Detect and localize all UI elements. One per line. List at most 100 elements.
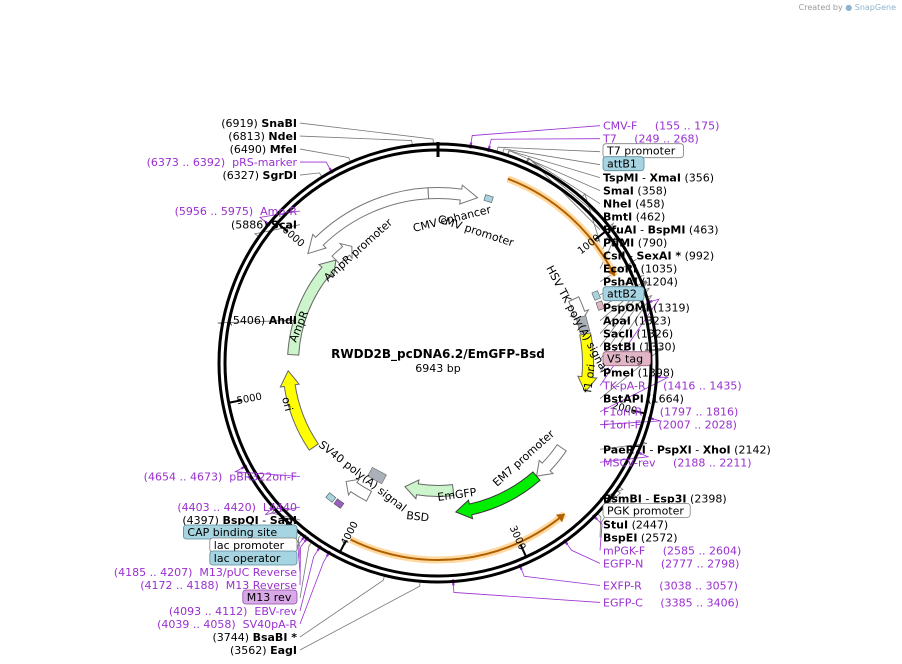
watermark-prefix: Created by [798,3,843,12]
primer-label[interactable]: EGFP-N (2777 .. 2798) [603,557,739,570]
site-label-part: XhoI [703,443,731,456]
primer-label[interactable]: TK-pA-R (1416 .. 1435) [602,380,742,393]
restriction-site-label[interactable]: PshAI (1204) [603,276,678,289]
site-label-part: (5406) [229,314,269,327]
site-label-part: BfuAI [603,224,637,237]
feature-em7-promoter[interactable] [535,444,567,477]
leader-site-5 [217,319,301,325]
primer-label[interactable]: (4172 .. 4188) M13 Reverse [140,579,297,592]
site-label-part: (790) [634,237,667,250]
site-label-part: TspMI [603,172,639,185]
tick-3000 [519,544,528,558]
restriction-site-label[interactable]: (4397) BspQI - SapI [182,514,297,527]
restriction-site-label[interactable]: PaeR7I - PspXI - XhoI (2142) [603,443,771,456]
restriction-site-label[interactable]: StuI (2447) [603,518,668,531]
feature-ori[interactable] [279,369,320,451]
primer-label[interactable]: T7 (249 .. 268) [602,133,699,146]
primer-label[interactable]: F1ori-F (2007 .. 2028) [603,419,737,432]
site-label-part: (1326) [633,328,673,341]
restriction-site-label[interactable]: CsiI - SexAI * (992) [603,250,714,263]
site-label-part: (2447) [628,518,668,531]
site-label-part: CsiI [603,250,625,263]
site-label-part: BsaBI * [253,631,298,644]
restriction-site-label[interactable]: (5406) AhdI [229,314,297,327]
restriction-site-label[interactable]: PmeI (1398) [603,367,674,380]
restriction-site-label[interactable]: (5886) ScaI [231,219,297,232]
boxed-label-attb1[interactable]: attB1 [602,156,645,172]
orf-arc-1 [350,513,566,561]
site-label-part: BspMI [648,224,686,237]
site-label-part: (458) [632,198,665,211]
restriction-site-label[interactable]: (6813) NdeI [228,130,297,143]
tick-6000 [276,222,288,233]
site-label-part: - [639,172,650,185]
tick-5000 [228,399,242,404]
boxed-label-lac-promoter[interactable]: lac promoter [209,537,298,553]
restriction-site-label[interactable]: BspEI (2572) [603,531,678,544]
site-label-part: (2142) [731,443,771,456]
primer-label[interactable]: (4039 .. 4058) SV40pA-R [157,618,297,631]
primer-label[interactable]: (5956 .. 5975) Amp-R [175,205,298,218]
map-labels: (6919) SnaBI(6813) NdeI(6490) MfeI (6327)… [114,117,771,657]
site-label-part: (6490) [230,143,270,156]
primer-label[interactable]: MSCV-rev (2188 .. 2211) [603,456,752,469]
restriction-site-label[interactable]: BstBI (1330) [603,341,676,354]
leader-site-22 [599,294,653,373]
restriction-site-label[interactable]: BfuAI - BspMI (463) [603,224,719,237]
feature-ampr[interactable] [287,259,337,356]
restriction-site-label[interactable]: (3562) EagI [230,644,297,657]
boxed-label-text: lac promoter [214,539,285,552]
feature-bsd[interactable] [404,479,455,500]
orf-arc-halo-0 [506,175,618,278]
restriction-site-label[interactable]: EcoRI (1035) [603,263,677,276]
primer-label[interactable]: (4403 .. 4420) L4440 [177,501,297,514]
primer-label[interactable]: CMV-F (155 .. 175) [603,120,719,133]
feature-emgfp[interactable] [454,471,541,520]
primer-label[interactable]: mPGK-F (2585 .. 2604) [603,544,741,557]
leader-primer-10 [299,552,330,625]
site-label-part: (463) [685,224,718,237]
primer-label[interactable]: (4185 .. 4207) M13/pUC Reverse [114,566,297,579]
restriction-site-label[interactable]: PflMI (790) [603,237,667,250]
small-feature-marker-0 [483,194,494,204]
site-label-part: (992) [681,250,714,263]
leader-site-3 [299,172,323,178]
boxed-label-m13-rev[interactable]: M13 rev [242,589,298,605]
restriction-site-label[interactable]: TspMI - XmaI (356) [603,172,714,185]
restriction-site-label[interactable]: PspOMI (1319) [603,302,690,315]
site-label-part: PspXI [657,443,692,456]
restriction-site-label[interactable]: SmaI (358) [603,185,667,198]
feature-f1-ori[interactable] [577,332,598,393]
primer-label[interactable]: (4654 .. 4673) pBR322ori-F [144,470,297,483]
feature-cmv-promoter[interactable] [427,184,479,205]
restriction-site-label[interactable]: (6327) SgrDI [222,169,297,182]
restriction-site-label[interactable]: BstAPI (1664) [603,393,684,406]
boxed-label-v5-tag[interactable]: V5 tag [602,351,651,367]
site-label-part: PshAI [603,276,638,289]
site-label-part: (1319) [650,302,690,315]
site-label-part: (462) [632,211,665,224]
boxed-label-lac-operator[interactable]: lac operator [209,550,298,566]
feature-cmv-enhancer[interactable] [307,187,430,255]
leader-primer-1 [488,138,601,151]
boxed-label-cap-binding-site[interactable]: CAP binding site [182,524,298,540]
restriction-site-label[interactable]: SacII (1326) [603,328,673,341]
primer-label[interactable]: EGFP-C (3385 .. 3406) [603,596,739,609]
site-label-part: SgrDI [263,169,297,182]
restriction-site-label[interactable]: (6490) MfeI [230,143,297,156]
feature-ampr-promoter[interactable] [331,242,353,265]
restriction-site-label[interactable]: NheI (458) [603,198,665,211]
restriction-site-label[interactable]: ApaI (1323) [603,315,671,328]
restriction-site-label[interactable]: BsmBI - Esp3I (2398) [603,492,727,505]
boxed-label-t7-promoter[interactable]: T7 promoter [602,143,684,159]
restriction-site-label[interactable]: (3744) BsaBI * [213,631,298,644]
primer-label[interactable]: EXFP-R (3038 .. 3057) [603,580,738,593]
primer-label[interactable]: (4093 .. 4112) EBV-rev [169,605,298,618]
restriction-site-label[interactable]: BmtI (462) [603,211,665,224]
boxed-label-pgk-promoter[interactable]: PGK promoter [602,502,691,518]
restriction-site-label[interactable]: (6919) SnaBI [221,117,297,130]
primer-label[interactable]: F1ori-R (1797 .. 1816) [603,406,738,419]
boxed-label-attb2[interactable]: attB2 [602,286,645,302]
primer-label[interactable]: (6373 .. 6392) pRS-marker [147,156,298,169]
feature-sv40-poly-a-signal[interactable] [345,478,373,502]
